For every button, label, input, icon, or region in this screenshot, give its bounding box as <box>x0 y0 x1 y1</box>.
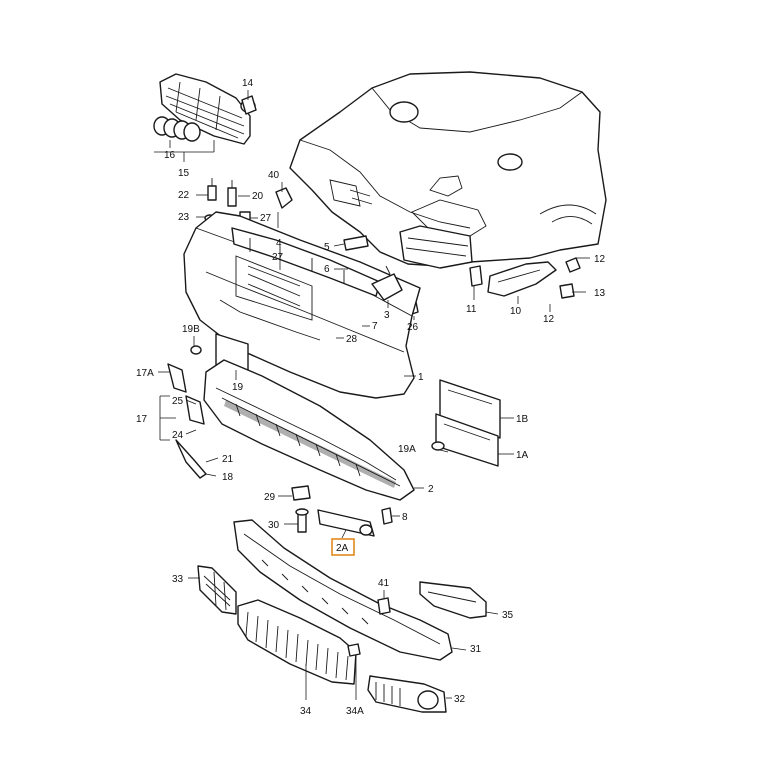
label-19a: 19A <box>398 444 416 455</box>
label-40: 40 <box>268 170 280 181</box>
center-grille <box>237 599 357 685</box>
side-guides <box>167 345 445 479</box>
label-26: 26 <box>407 322 419 333</box>
leader-lines <box>154 90 590 700</box>
clip-41 <box>377 597 391 615</box>
label-19b: 19B <box>182 324 200 335</box>
label-2a: 2A <box>336 543 349 554</box>
label-34a: 34A <box>346 706 364 717</box>
label-31: 31 <box>470 644 482 655</box>
label-18: 18 <box>222 472 234 483</box>
lower-frame <box>233 519 453 661</box>
label-21: 21 <box>222 454 234 465</box>
label-29: 29 <box>264 492 276 503</box>
label-25: 25 <box>172 396 184 407</box>
plate-holder-1b <box>439 379 501 439</box>
highlight-2a <box>331 538 355 556</box>
label-13: 13 <box>594 288 606 299</box>
fog-light-grille <box>367 675 447 713</box>
label-12a: 12 <box>594 254 606 265</box>
clip-34a <box>347 643 361 657</box>
label-27a: 27 <box>260 213 272 224</box>
spoiler-grille-strip <box>224 400 396 488</box>
label-12b: 12 <box>543 314 555 325</box>
label-30: 30 <box>268 520 280 531</box>
label-14: 14 <box>242 78 254 89</box>
label-5: 5 <box>324 242 330 253</box>
label-7: 7 <box>372 321 378 332</box>
rings-emblem <box>153 116 201 142</box>
plate-holder-1a <box>435 413 499 467</box>
label-28: 28 <box>346 334 358 345</box>
side-bracket <box>487 261 557 297</box>
lower-spoiler <box>203 359 415 501</box>
label-17a: 17A <box>136 368 154 379</box>
label-3: 3 <box>384 310 390 321</box>
part-labels: 14 16 15 40 22 20 23 27 4 27 5 6 3 7 26 … <box>136 78 606 717</box>
label-23: 23 <box>178 212 190 223</box>
label-15: 15 <box>178 168 190 179</box>
label-8: 8 <box>402 512 408 523</box>
label-35: 35 <box>502 610 514 621</box>
car-front-body <box>289 71 607 269</box>
label-41: 41 <box>378 578 390 589</box>
trim-strip-2a <box>317 509 375 537</box>
label-16: 16 <box>164 150 176 161</box>
label-17: 17 <box>136 414 148 425</box>
bracket-3 <box>371 265 403 301</box>
label-27b: 27 <box>272 252 284 263</box>
label-11: 11 <box>466 304 477 315</box>
cover-35 <box>419 581 487 619</box>
label-20: 20 <box>252 191 264 202</box>
label-19: 19 <box>232 382 244 393</box>
label-1b: 1B <box>516 414 529 425</box>
label-10: 10 <box>510 306 522 317</box>
radiator-grille <box>159 73 251 145</box>
label-4: 4 <box>276 238 282 249</box>
side-vent-grille <box>197 565 237 615</box>
bumper-carrier <box>231 227 381 297</box>
label-1: 1 <box>418 372 424 383</box>
fasteners-29-30 <box>291 485 393 533</box>
label-2: 2 <box>428 484 434 495</box>
label-6: 6 <box>324 264 330 275</box>
label-1a: 1A <box>516 450 529 461</box>
label-32: 32 <box>454 694 466 705</box>
label-34: 34 <box>300 706 312 717</box>
label-22: 22 <box>178 190 190 201</box>
label-24: 24 <box>172 430 184 441</box>
label-33: 33 <box>172 574 184 585</box>
